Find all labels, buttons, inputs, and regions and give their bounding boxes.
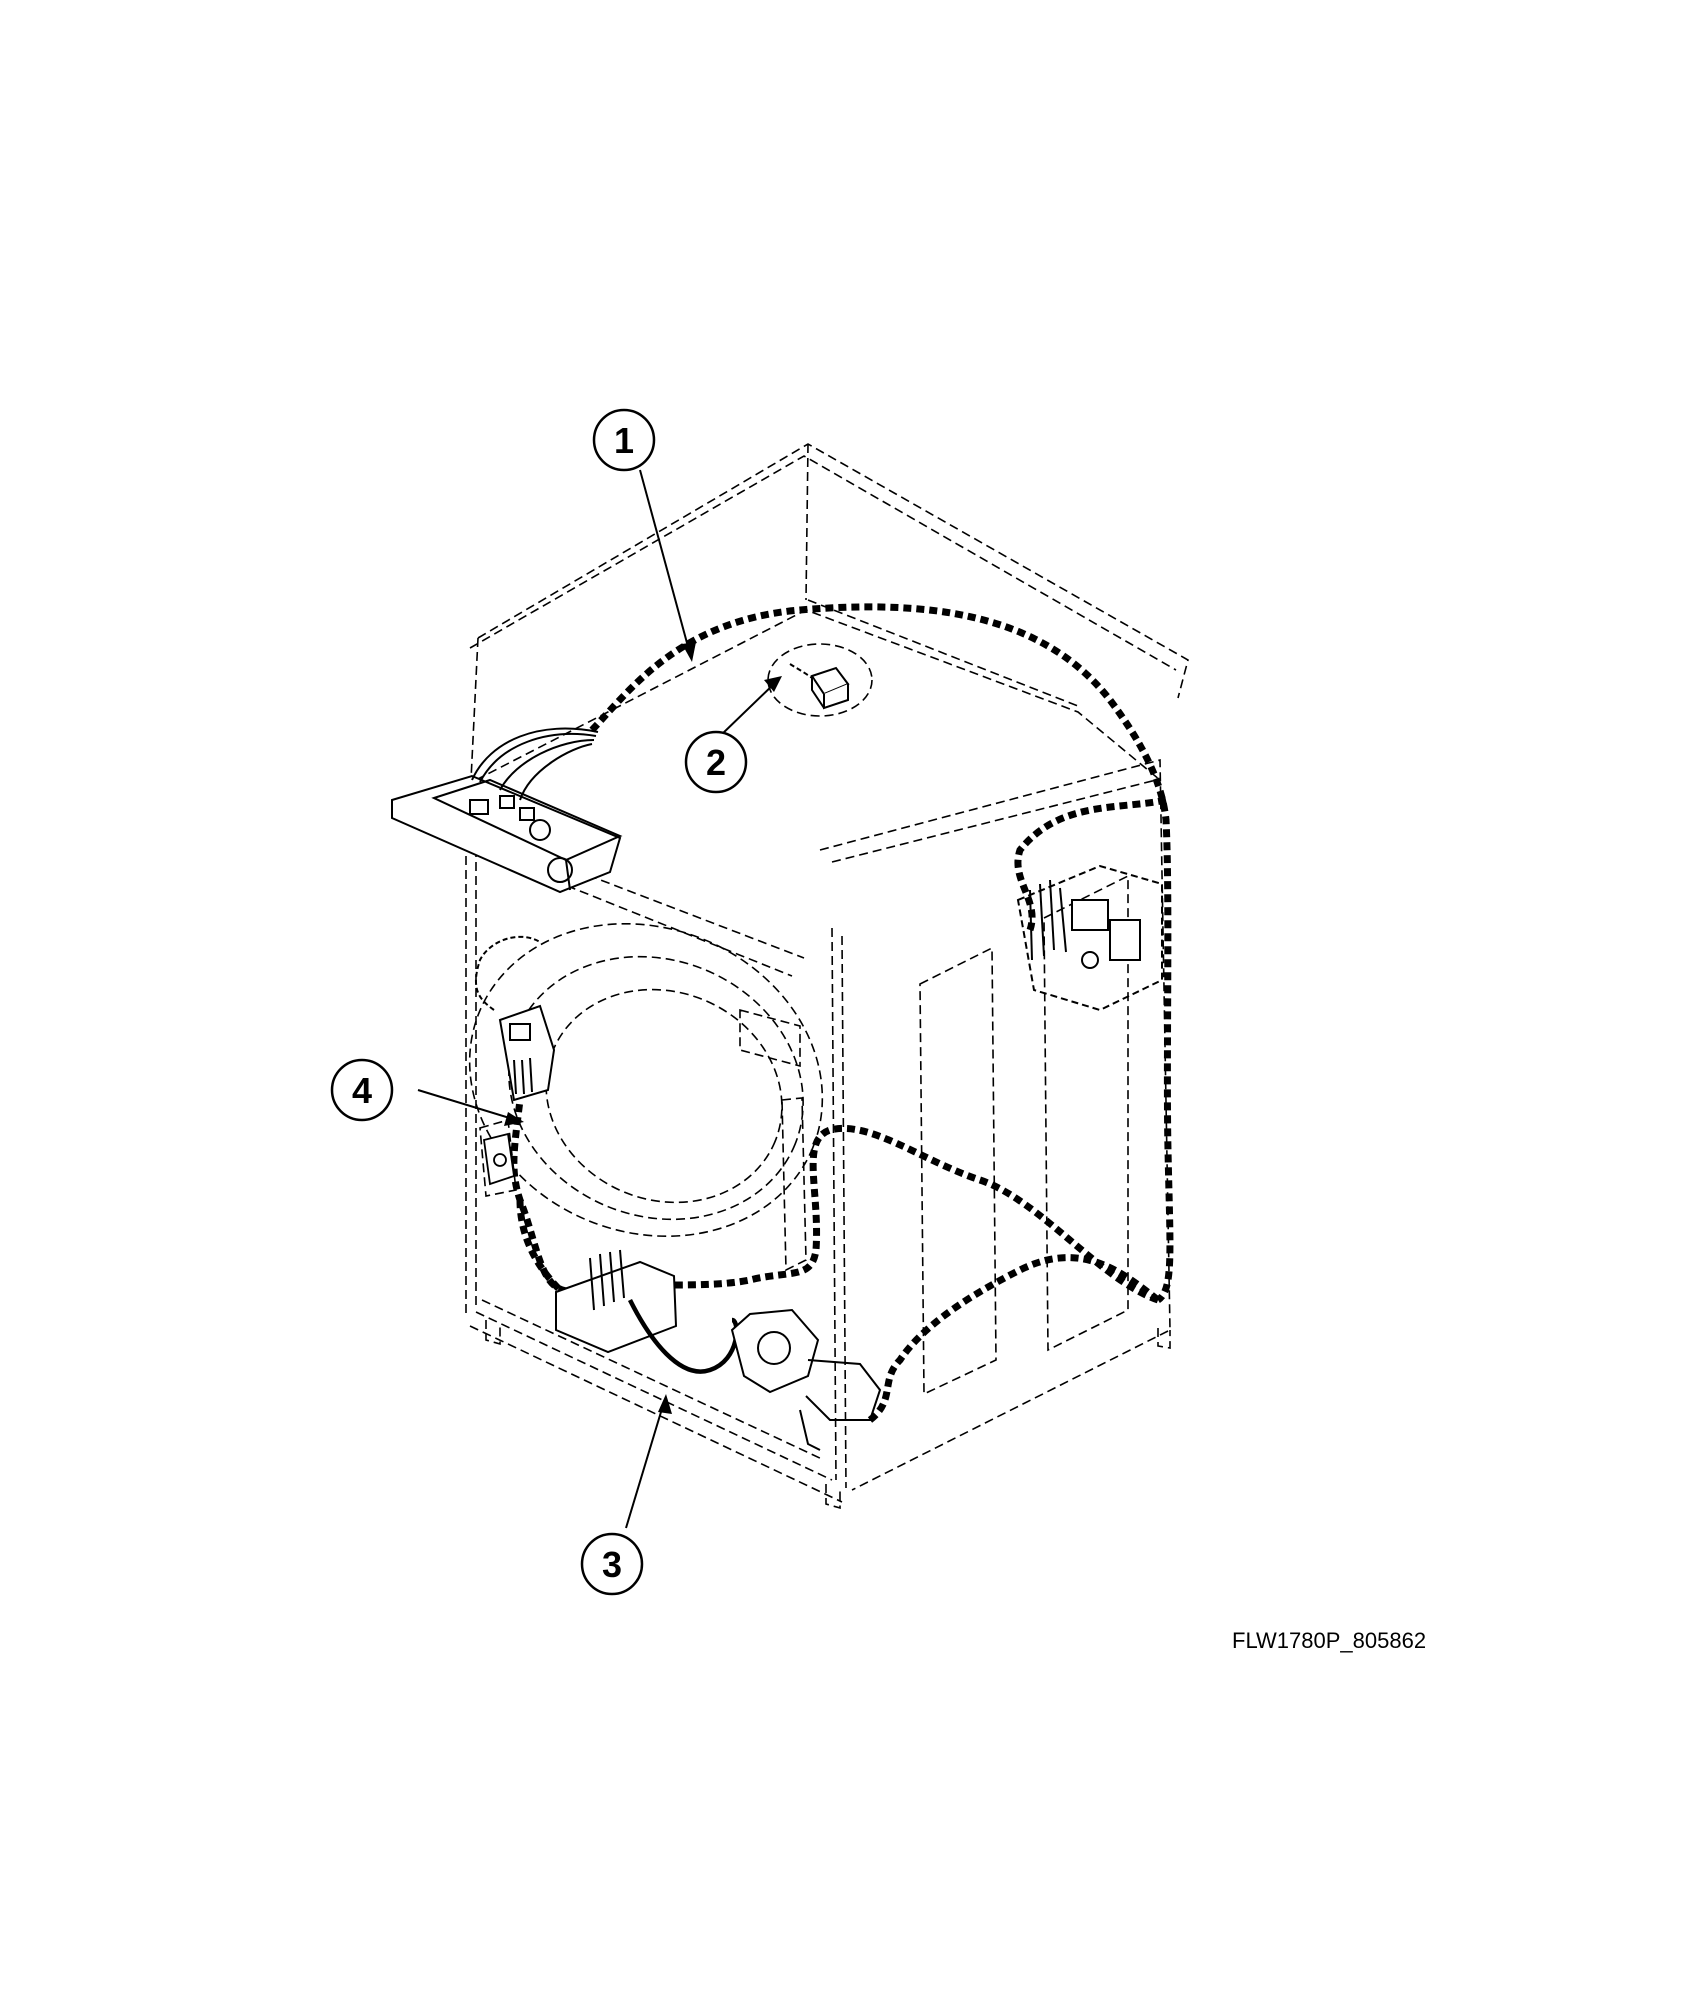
leader-lines	[417, 469, 777, 1529]
arrowhead-1	[682, 642, 696, 662]
svg-text:3: 3	[602, 1544, 622, 1585]
callout-4: 4	[330, 1058, 394, 1122]
svg-text:1: 1	[614, 420, 634, 461]
figure-caption: FLW1780P_805862	[1232, 1628, 1427, 1653]
arrowhead-3	[658, 1394, 672, 1414]
callout-1: 1	[592, 408, 656, 472]
door-harness	[475, 935, 556, 1102]
callout-2: 2	[684, 730, 748, 794]
callout-3: 3	[580, 1532, 644, 1596]
arrowhead-4	[504, 1112, 524, 1126]
door-lock-switch	[789, 663, 850, 710]
motor-control-rear	[1016, 864, 1163, 1012]
pressure-switch	[482, 1132, 515, 1186]
wiring-harness-routes	[510, 603, 1174, 1423]
callouts: 1 2 4 3	[330, 408, 748, 1596]
svg-text:4: 4	[352, 1070, 372, 1111]
svg-text:2: 2	[706, 742, 726, 783]
control-board	[391, 727, 623, 894]
arrowheads	[504, 642, 782, 1414]
drain-pump-cable	[555, 1249, 882, 1451]
arrowhead-2	[764, 676, 782, 692]
